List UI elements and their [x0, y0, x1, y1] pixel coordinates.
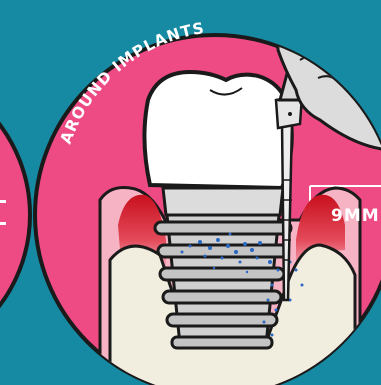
measurement-label: 9MM: [331, 206, 380, 226]
